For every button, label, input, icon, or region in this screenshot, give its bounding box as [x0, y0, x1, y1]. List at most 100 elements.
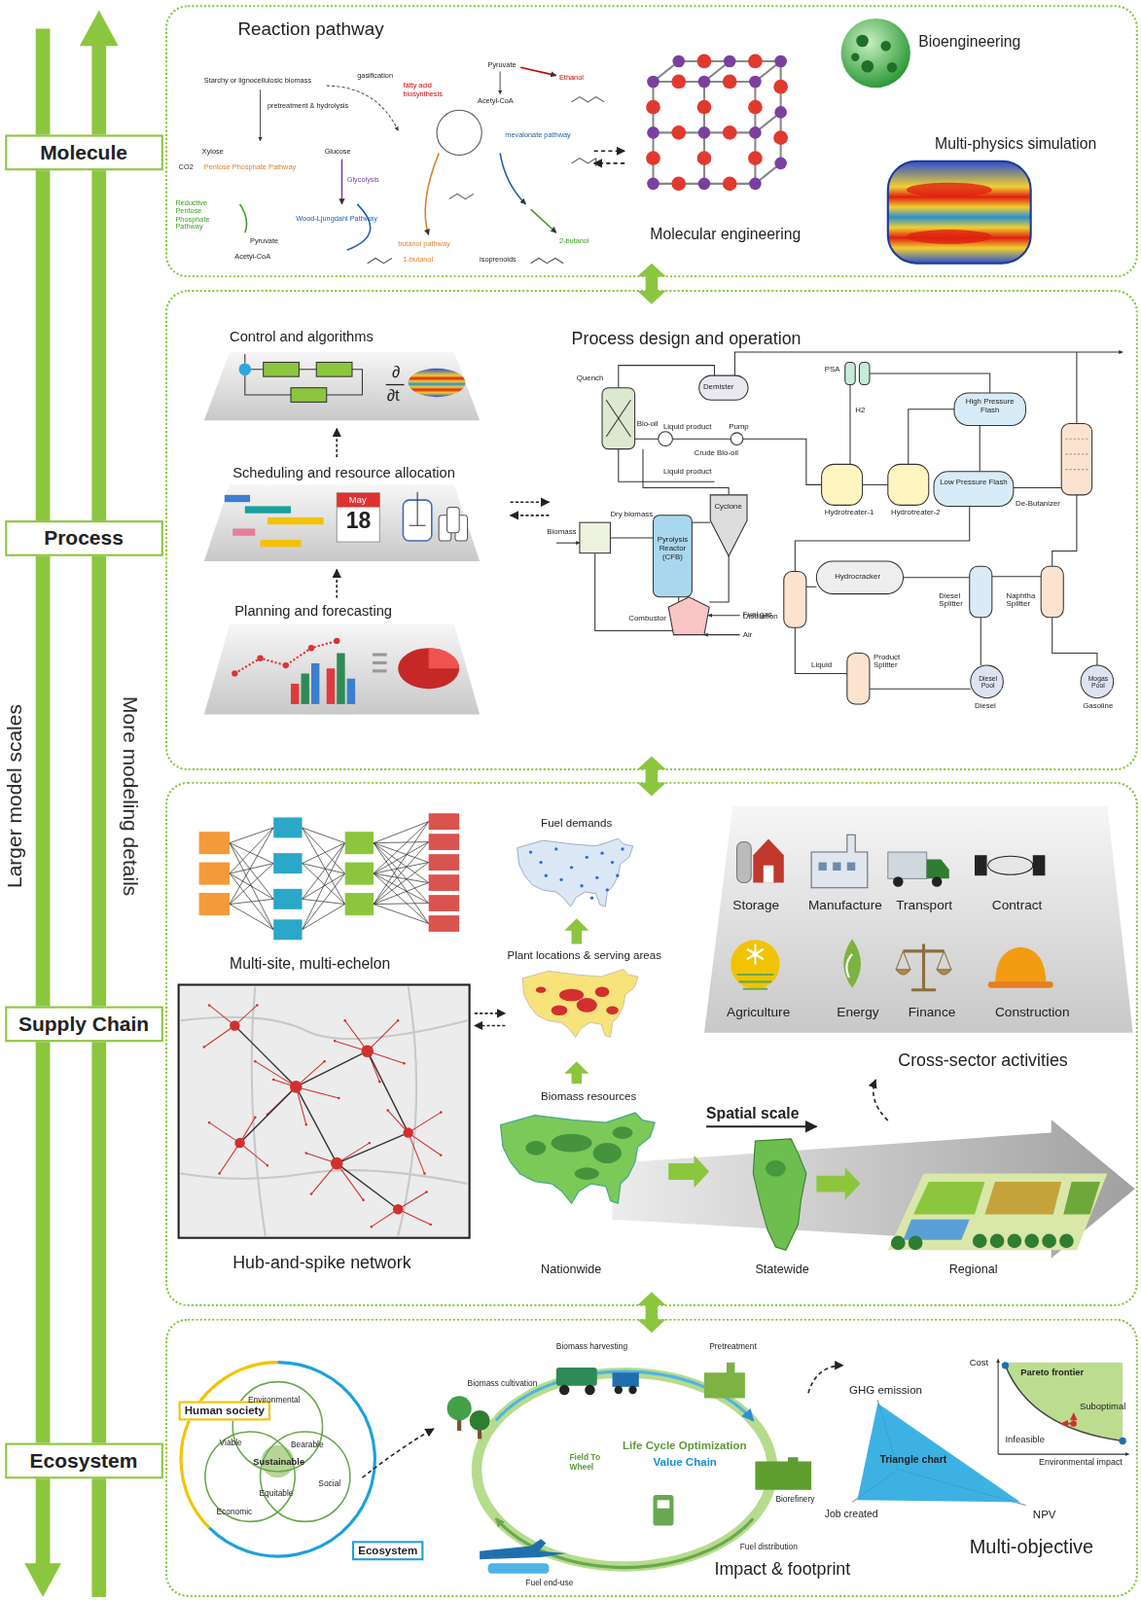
multi-echelon-network: [345, 831, 374, 916]
reaction-pathway-sketch: [367, 257, 393, 263]
figure-label: Air: [743, 630, 753, 640]
molecular-lattice: [748, 150, 763, 166]
cross-sector-platform: [847, 862, 856, 871]
us-maps: [551, 1134, 593, 1153]
figure-label: Hydrotreater-1: [824, 508, 875, 518]
calendar-month: May: [349, 495, 367, 506]
axis-label: More modeling details: [118, 696, 142, 896]
pareto-chart: [998, 1359, 999, 1456]
reaction-pathway-sketch: [499, 71, 501, 94]
process-flowsheet: [606, 399, 631, 437]
cross-sector-platform: [846, 954, 853, 978]
process-flowsheet: [730, 432, 744, 446]
planning-platform: [333, 638, 340, 644]
spatial-scale-arrow: [612, 1119, 1136, 1259]
figure-label: Crude Bio-oil: [693, 449, 738, 459]
state-and-region: [891, 1236, 906, 1251]
planning-platform: [428, 647, 460, 669]
scale-link-arrow: [637, 263, 666, 305]
venn-to-chain-arrow: [361, 1428, 433, 1478]
cross-sector-platform: [931, 876, 942, 887]
figure-label: GHG emission: [849, 1384, 923, 1397]
state-and-region: [1041, 1233, 1057, 1248]
control-platform: [386, 384, 405, 386]
node-label: Process: [43, 526, 124, 550]
process-flowsheet: [933, 471, 1014, 507]
cross-sector-platform: [988, 981, 1054, 988]
planning-platform: [372, 669, 388, 673]
molecular-lattice: [722, 125, 738, 141]
molecular-lattice: [652, 61, 781, 184]
molecular-lattice: [774, 106, 787, 119]
node-label: Ecosystem: [30, 1448, 139, 1472]
multi-echelon-network: [199, 831, 230, 916]
figure-label: Finance: [908, 1004, 957, 1020]
spatial-scale-arrow: [668, 1155, 710, 1189]
process-flowsheet: [816, 561, 903, 595]
multi-echelon-network: [345, 892, 374, 916]
sustainability-venn: [180, 1362, 375, 1557]
state-and-region: [972, 1233, 988, 1248]
figure-label: Cost: [969, 1356, 989, 1368]
us-maps: [564, 1061, 589, 1084]
figure-label: Viable: [219, 1438, 243, 1448]
sustainability-venn: [209, 1362, 375, 1557]
scheduling-platform: [204, 484, 480, 562]
figure-label: Sustainable: [252, 1456, 305, 1467]
figure-label: Contract: [992, 897, 1043, 913]
hub-spoke-map: [402, 1127, 413, 1138]
pareto-chart: [998, 1454, 1129, 1456]
us-maps: [544, 874, 548, 878]
molecular-lattice: [646, 178, 660, 191]
process-flowsheet: [556, 542, 580, 544]
multi-echelon-network: [273, 817, 302, 940]
molecular-lattice: [646, 55, 787, 190]
axis-label: Larger model scales: [2, 704, 26, 889]
planning-platform: [231, 670, 238, 677]
process-flowsheet: [668, 597, 710, 636]
us-maps: [606, 1006, 619, 1015]
control-platform: [316, 361, 353, 377]
multi-echelon-network: [273, 817, 302, 838]
multiphysics-simulation: [906, 182, 993, 198]
molecular-lattice: [698, 75, 712, 89]
scheduling-platform: [447, 506, 461, 533]
triangle-chart: [852, 1400, 1026, 1506]
figure-label: Ethanol: [559, 73, 584, 82]
figure-label: 2-butanol: [559, 236, 590, 245]
node-label: Supply Chain: [18, 1011, 149, 1035]
figure-label: Pyrolysis Reactor (CFB): [655, 535, 691, 562]
control-platform: [204, 352, 480, 421]
supply-lateral-arrows: [474, 1012, 505, 1015]
cross-sector-platform: [730, 939, 780, 989]
process-flowsheet: [869, 373, 991, 393]
planning-platform: [308, 644, 315, 651]
process-flowsheet: [869, 688, 971, 690]
process-flowsheet: [609, 536, 653, 538]
figure-label: Gasoline: [1082, 702, 1113, 712]
figure-label: Wood-Ljungdahl Pathway: [295, 213, 378, 222]
scale-link-arrow: [637, 755, 666, 796]
control-platform: [263, 361, 300, 377]
control-platform: [408, 368, 466, 397]
lattice-arrows: [594, 162, 625, 165]
process-flowsheet: [699, 375, 749, 400]
cross-sector-platform: [888, 852, 928, 879]
molecular-lattice: [672, 55, 685, 69]
process-flowsheet: [979, 426, 981, 472]
cross-sector-platform: [892, 876, 903, 887]
figure-label: Xylose: [202, 147, 224, 156]
process-flowsheet: [992, 575, 1041, 577]
multi-echelon-network: [428, 874, 460, 892]
planning-platform: [372, 661, 388, 665]
process-flowsheet: [556, 352, 1123, 689]
pareto-chart: [1072, 1413, 1075, 1424]
figure-label: isoprenoids: [479, 254, 517, 263]
state-and-region: [908, 1236, 924, 1251]
hub-spoke-map: [392, 1204, 403, 1214]
state-and-region: [765, 1160, 786, 1177]
figure-label: Manufacture: [808, 897, 883, 913]
cross-sector-platform: [995, 947, 1046, 986]
multi-echelon-network: [428, 813, 460, 830]
figure-label: Biomass harvesting: [556, 1343, 628, 1353]
